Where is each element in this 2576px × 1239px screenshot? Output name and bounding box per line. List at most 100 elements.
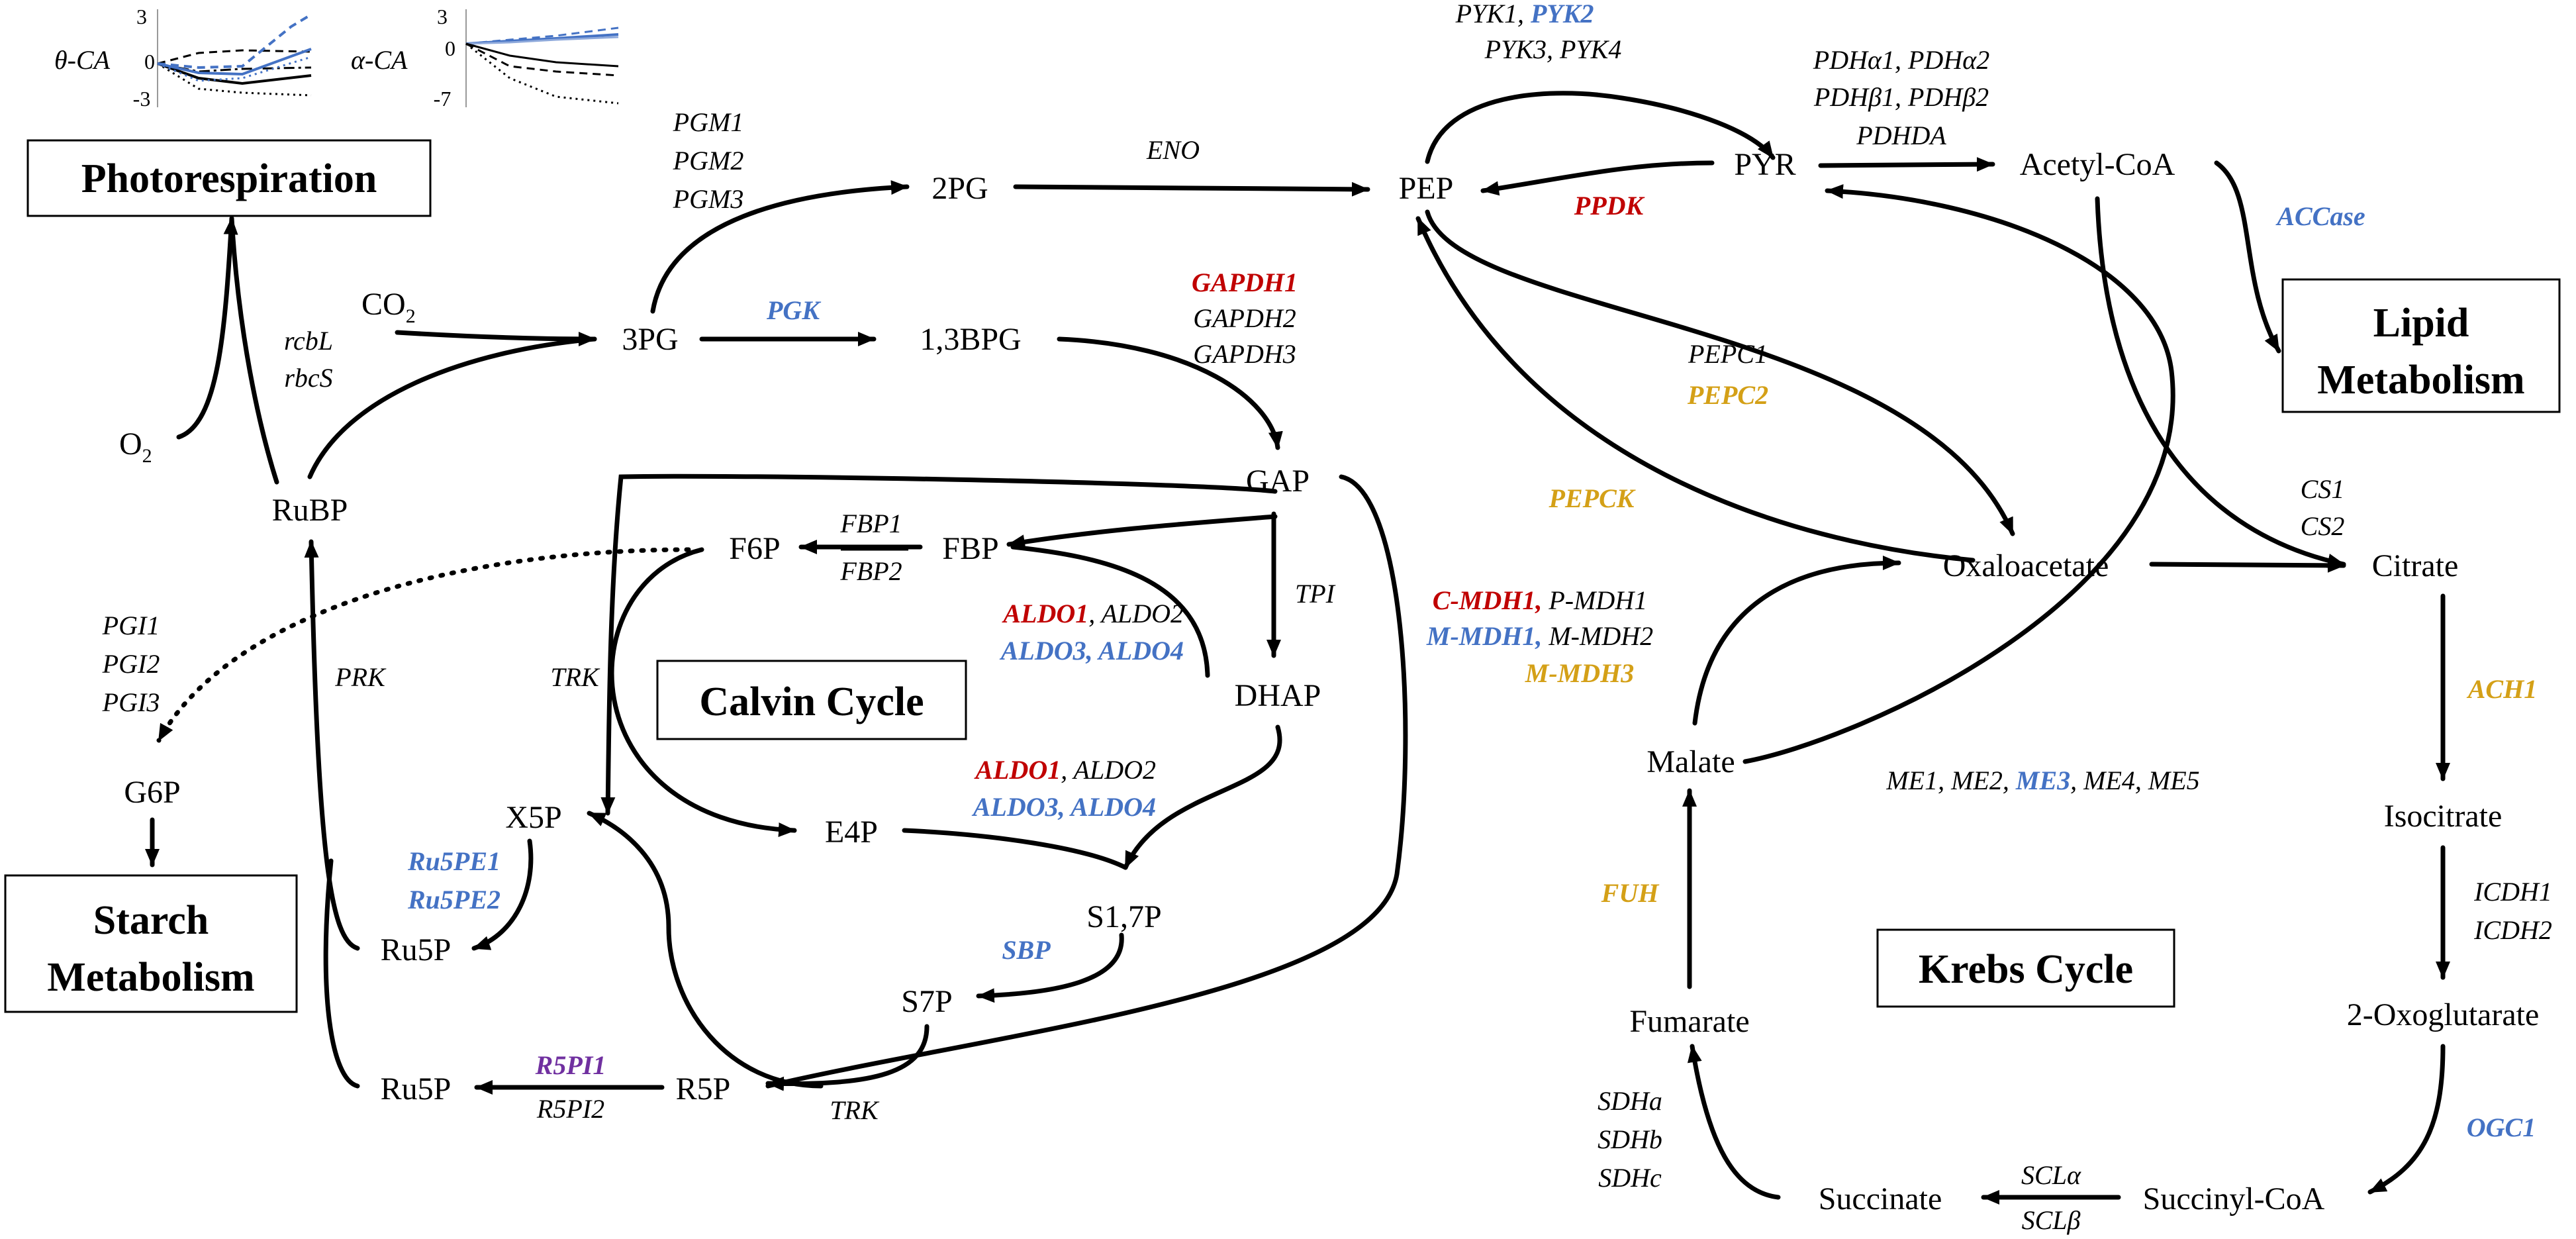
- alpha-series-4: [465, 42, 619, 68]
- metabolite-s7p: S7P: [901, 984, 952, 1019]
- metabolite-fumarate: Fumarate: [1629, 1004, 1749, 1039]
- theta-series-6: [157, 48, 312, 76]
- enzyme-trk-lower: TRK: [830, 1095, 880, 1125]
- metabolite-g6p: G6P: [124, 775, 180, 810]
- calvin-cycle-box: [656, 660, 967, 740]
- metabolite-3pg: 3PG: [622, 322, 678, 357]
- metabolite-ru5p-lower: Ru5P: [381, 1071, 452, 1107]
- enzyme-icdh2: ICDH2: [2473, 915, 2552, 945]
- metabolite-fbp: FBP: [942, 531, 998, 566]
- enzyme-cs2: CS2: [2301, 511, 2345, 541]
- arrow-oaa-pep-pepck: [1415, 216, 1976, 563]
- enzyme-sclb: SCLβ: [2022, 1205, 2081, 1235]
- arrow-pyr-acetylcoa: [1818, 157, 1995, 172]
- enzyme-pepck: PEPCK: [1549, 483, 1636, 513]
- enzyme-accase: ACCase: [2275, 201, 2365, 231]
- arrow-s7p-r5p: [765, 1024, 930, 1091]
- metabolite-acetyl-coa: Acetyl-CoA: [2020, 147, 2175, 182]
- theta-tick-bottom: -3: [133, 87, 151, 111]
- starch-label-line1: Starch: [93, 898, 209, 943]
- enzyme-gapdh1: GAPDH1: [1192, 268, 1298, 297]
- arrow-13bpg-gap: [1057, 336, 1283, 450]
- enzyme-ru5pe2: Ru5PE2: [407, 885, 501, 915]
- enzyme-pdha: PDHα1, PDHα2: [1813, 45, 1989, 75]
- metabolite-pyr: PYR: [1734, 147, 1795, 182]
- enzyme-pyk2: PYK2: [1530, 0, 1594, 28]
- enzyme-r5pi2: R5PI2: [536, 1094, 604, 1124]
- metabolite-succinyl-coa: Succinyl-CoA: [2143, 1181, 2325, 1216]
- enzyme-pepc2: PEPC2: [1687, 380, 1768, 410]
- enzyme-tpi: TPI: [1295, 579, 1336, 609]
- theta-series-7: [157, 56, 312, 82]
- arrow-gap-x5p: [600, 473, 1278, 816]
- starch-label-line2: Metabolism: [47, 955, 254, 1000]
- enzyme-ach1: ACH1: [2466, 674, 2537, 704]
- alpha-tick-zero: 0: [445, 36, 455, 60]
- enzyme-eno: ENO: [1146, 135, 1200, 165]
- arrow-rubp-photorespiration: [229, 216, 279, 485]
- enzyme-pgk: PGK: [766, 295, 821, 325]
- arrow-malate-pyr: [1742, 184, 2175, 764]
- theta-tick-zero: 0: [144, 50, 155, 74]
- arrow-oaa-citrate: [2149, 558, 2346, 573]
- arrow-rubp-3pg: [307, 336, 597, 479]
- enzyme-sdha: SDHa: [1598, 1086, 1662, 1116]
- metabolite-malate: Malate: [1646, 744, 1735, 779]
- enzyme-pgm1: PGM1: [673, 107, 744, 137]
- metabolite-labels: CO2 O2 3PG 2PG 1,3BPG PEP PYR Acetyl-CoA…: [119, 147, 2539, 1216]
- enzyme-fbp1: FBP1: [839, 509, 902, 538]
- enzyme-sdhb: SDHb: [1598, 1124, 1662, 1154]
- o2-label: O2: [119, 426, 152, 467]
- enzyme-gapdh3: GAPDH3: [1193, 339, 1296, 369]
- metabolite-13bpg: 1,3BPG: [920, 322, 1021, 357]
- arrow-e4p-s17p: [902, 828, 1128, 870]
- enzyme-aldo-group-b-line1: ALDO1, ALDO2: [973, 755, 1156, 785]
- metabolite-rubp: RuBP: [272, 493, 348, 528]
- arrow-oxoglutarate-succinylcoa: [2367, 1044, 2446, 1195]
- starch-metabolism-box: [4, 874, 298, 1013]
- enzyme-pepc1: PEPC1: [1688, 339, 1768, 369]
- photorespiration-label: Photorespiration: [81, 156, 377, 201]
- arrow-s17p-s7p: [976, 932, 1124, 1003]
- enzyme-me-group: ME1, ME2, ME3, ME4, ME5: [1885, 766, 2199, 795]
- enzyme-pyk1: PYK1,: [1455, 0, 1524, 28]
- photorespiration-box: [26, 139, 432, 217]
- arrow-o2-photorespiration: [176, 216, 238, 440]
- arrow-r5p-x5p-trk: [587, 811, 824, 1089]
- enzyme-pdhb: PDHβ1, PDHβ2: [1813, 82, 1989, 112]
- lipid-label-line2: Metabolism: [2317, 358, 2524, 403]
- enzyme-pgi1: PGI1: [102, 611, 160, 640]
- co2-label: CO2: [361, 287, 416, 327]
- alpha-ca-label: α-CA: [351, 45, 408, 75]
- arrow-dhap-s17p: [1123, 724, 1282, 870]
- enzyme-aldo-group-a-line1: ALDO1, ALDO2: [1001, 599, 1184, 628]
- alpha-ca-mini-chart: α-CA 3 0 -7: [351, 5, 619, 111]
- metabolite-pep: PEP: [1399, 171, 1454, 206]
- arrow-x5p-ru5p-ru5pe: [471, 838, 534, 951]
- enzyme-cs1: CS1: [2301, 474, 2345, 504]
- arrow-pyr-pep-ppdk: [1480, 160, 1715, 196]
- metabolite-2-oxoglutarate: 2-Oxoglutarate: [2347, 997, 2540, 1032]
- theta-series-4: [157, 62, 312, 73]
- alpha-series-2: [465, 26, 619, 45]
- alpha-series-3: [465, 36, 619, 45]
- enzyme-ppdk: PPDK: [1574, 191, 1645, 221]
- arrow-malate-oaa: [1692, 556, 1901, 726]
- theta-series-2: [157, 62, 312, 85]
- lipid-label-line1: Lipid: [2373, 301, 2469, 346]
- metabolite-gap: GAP: [1246, 464, 1310, 499]
- krebs-cycle-box: [1876, 928, 2175, 1008]
- enzyme-mmdh3: M-MDH3: [1525, 658, 1634, 688]
- enzyme-fbp2: FBP2: [839, 556, 902, 586]
- metabolite-e4p: E4P: [825, 815, 878, 850]
- enzyme-gapdh2: GAPDH2: [1193, 303, 1296, 333]
- enzyme-pgm3: PGM3: [673, 184, 744, 214]
- enzyme-pgi3: PGI3: [102, 687, 160, 717]
- arrow-ru5p1-rubp-prk: [304, 539, 360, 951]
- arrow-f6p-g6p-dotted: [156, 547, 691, 743]
- enzyme-icdh1: ICDH1: [2473, 877, 2552, 907]
- enzyme-prk: PRK: [334, 662, 387, 692]
- enzyme-pgm2: PGM2: [673, 146, 744, 175]
- metabolite-f6p: F6P: [729, 531, 780, 566]
